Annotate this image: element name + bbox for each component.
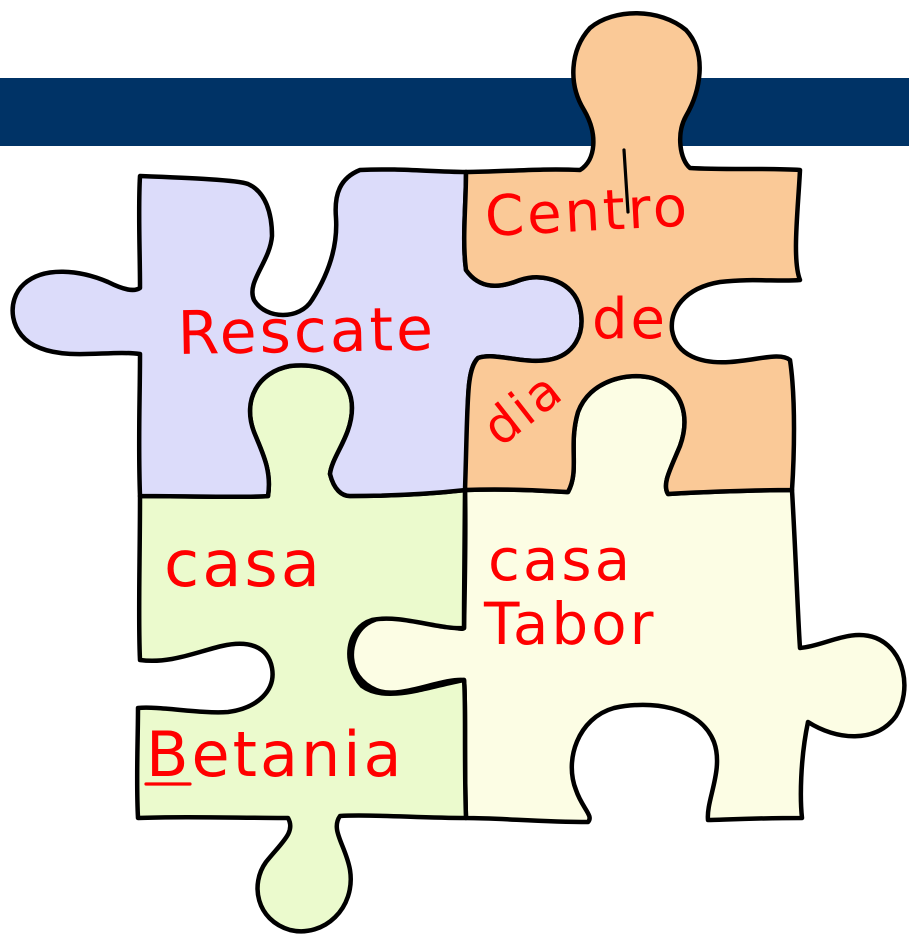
- label-casa-betania-line1: casa: [164, 528, 323, 602]
- pen-stroke-mark: [622, 148, 630, 214]
- label-rescate: Rescate: [177, 294, 437, 368]
- title-banner: [0, 78, 909, 146]
- puzzle-piece-rescate: [10, 167, 584, 500]
- label-de: de: [592, 287, 668, 352]
- label-casa-tabor-line2: Tabor: [483, 590, 657, 658]
- puzzle-piece-centro-de-dia: [461, 11, 803, 497]
- label-centro: Centro: [483, 174, 691, 250]
- label-casa-betania-line2: Betania: [146, 718, 405, 791]
- label-casa-tabor-line1: casa: [488, 526, 633, 594]
